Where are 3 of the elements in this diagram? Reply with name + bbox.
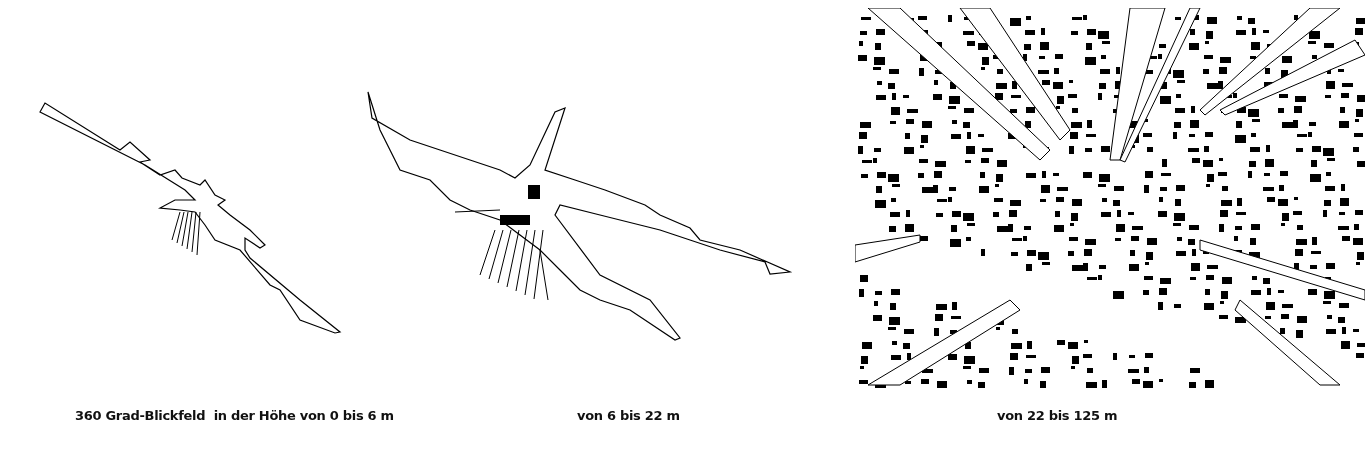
map-caption: von 6 bis 22 m <box>577 408 680 423</box>
map-caption: von 22 bis 125 m <box>997 408 1118 423</box>
map-caption: 360 Grad-Blickfeld in der Höhe von 0 bis 6 m <box>75 408 394 423</box>
